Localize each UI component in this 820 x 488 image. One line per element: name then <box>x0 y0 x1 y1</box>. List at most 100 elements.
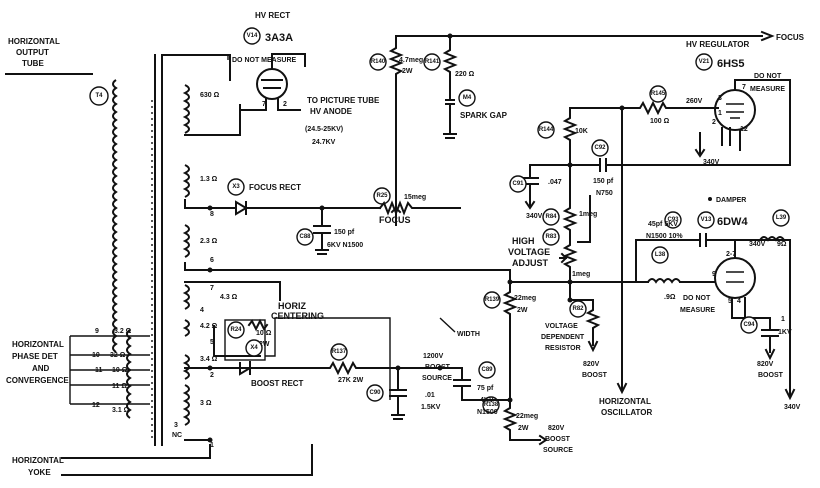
label-do-not-measure-3a: DO NOT <box>683 295 711 302</box>
r144-marker <box>537 121 555 139</box>
label-r24: R24 <box>230 327 242 333</box>
label-r137-val: 27K 2W <box>338 377 364 384</box>
r82-marker <box>569 300 587 318</box>
c93-capacitor <box>635 233 791 248</box>
label-pin3: 3 <box>174 422 178 429</box>
label-hv-adjust-3: ADJUST <box>512 258 549 268</box>
label-c94-val-2: 1KV <box>778 329 792 336</box>
r141-resistor <box>442 35 458 91</box>
label-pin-2c: 2 <box>712 119 716 126</box>
boost-rect-label: BOOST RECT <box>251 379 304 388</box>
label-r32: 3.2 Ω <box>114 328 132 335</box>
yoke-wire-1 <box>61 444 211 459</box>
label-boost-820-src-3: SOURCE <box>543 447 573 454</box>
r84-resistor <box>562 164 578 241</box>
v14-tube <box>256 68 288 100</box>
v21-plate-wire <box>621 79 791 166</box>
r140-resistor <box>388 35 404 209</box>
c94-marker <box>740 316 758 334</box>
c90-capacitor <box>389 367 407 420</box>
label-r83-val: 1meg <box>572 271 590 278</box>
label-r140: R140 <box>371 59 386 65</box>
label-vdr-2: DEPENDENT <box>541 334 585 341</box>
l38-coil <box>647 278 681 284</box>
label-v13: V13 <box>701 217 712 223</box>
x3-marker <box>227 178 245 196</box>
label-c92-val-2: N750 <box>596 190 613 197</box>
label-r24-val: 10 Ω <box>256 330 272 337</box>
r141-marker <box>423 53 441 71</box>
label-r25: R25 <box>376 193 388 199</box>
label-r25-val: 15meg <box>404 194 426 201</box>
v14-marker <box>243 27 261 45</box>
label-v820-boost-3a: 820V <box>757 361 774 368</box>
r25-resistor <box>378 200 461 216</box>
label-r138-val-2: 2W <box>518 425 529 432</box>
label-c92-val-1: 150 pf <box>593 178 614 185</box>
r140-marker <box>369 53 387 71</box>
hv-winding-out <box>184 104 241 136</box>
label-v14: V14 <box>247 33 258 39</box>
label-r24-w: 2W <box>259 341 270 348</box>
hv-adjust-label: HIGH VOLTAGE ADJUST <box>508 236 550 268</box>
v13-marker <box>697 211 715 229</box>
to-picture-tube-label: TO PICTURE TUBE HV ANODE (24.5-25KV) 24.… <box>305 96 380 146</box>
label-kv-range: (24.5-25KV) <box>305 126 343 133</box>
v21-marker <box>695 53 713 71</box>
label-r144: R144 <box>539 127 554 133</box>
label-r630: 630 Ω <box>200 92 220 99</box>
label-r23: 2.3 Ω <box>200 238 218 245</box>
label-pin-1: 1 <box>718 110 722 117</box>
label-c90-val-2: 1.5KV <box>421 404 441 411</box>
r145-resistor <box>569 100 719 116</box>
label-r3: 3 Ω <box>200 400 212 407</box>
focus-rect-label: FOCUS RECT <box>249 183 301 192</box>
label-r84-val: 1meg <box>579 211 597 218</box>
label-c90: C90 <box>369 390 381 396</box>
label-horiz-output-tube-3: TUBE <box>22 59 44 68</box>
label-horiz-yoke-1: HORIZONTAL <box>12 456 64 465</box>
label-c88-val-1: 150 pf <box>334 229 355 236</box>
label-r139: R139 <box>485 297 500 303</box>
x4-marker <box>245 339 263 357</box>
label-r11: 11 Ω <box>112 383 127 390</box>
focus-tap <box>184 199 231 209</box>
label-r13: 1.3 Ω <box>200 176 218 183</box>
label-r82: R82 <box>572 306 584 312</box>
focus-label: FOCUS <box>379 215 411 225</box>
focus-rect-diode <box>235 200 248 216</box>
do-not-measure-1: DO NOT MEASURE <box>232 57 297 64</box>
label-c92: C92 <box>594 145 606 151</box>
label-hv-adjust-2: VOLTAGE <box>508 247 550 257</box>
label-pin-3: 3 <box>718 95 722 102</box>
damper-label: DAMPER <box>716 197 746 204</box>
horiz-osc-label: HORIZONTAL <box>599 397 651 406</box>
c92-capacitor <box>569 158 623 172</box>
label-c94: C94 <box>743 322 755 328</box>
label-pin4: 4 <box>200 307 204 314</box>
focus-out-label: FOCUS <box>776 33 805 42</box>
label-r140-val-2: 2W <box>402 68 413 75</box>
label-m4: M4 <box>463 95 472 101</box>
label-hv-adjust-1: HIGH <box>512 236 535 246</box>
horizontal-yoke-label: HORIZONTAL YOKE <box>12 456 64 477</box>
label-horiz-phase-3: AND <box>32 364 50 373</box>
label-v340-4: 340V <box>784 404 801 411</box>
label-pin1: 1 <box>210 442 214 449</box>
label-pin8: 8 <box>210 211 214 218</box>
label-v260: 260V <box>686 98 703 105</box>
m4-marker <box>458 89 476 107</box>
label-pin9: 9 <box>95 328 99 335</box>
label-pin7b: 7 <box>262 101 266 108</box>
label-c90-val-1: .01 <box>425 392 435 399</box>
label-do-not-measure-2b: MEASURE <box>750 86 785 93</box>
label-pin-9: 9 <box>712 271 716 278</box>
label-vdr-3: RESISTOR <box>545 345 581 352</box>
label-v820-boost-3b: BOOST <box>758 372 784 379</box>
r138-resistor <box>502 399 541 441</box>
label-r137: R137 <box>332 349 347 355</box>
label-r83: R83 <box>545 234 557 240</box>
label-kv-value: 24.7KV <box>312 139 336 146</box>
c93-marker <box>664 211 682 229</box>
label-pin-5: 5 <box>728 298 732 305</box>
